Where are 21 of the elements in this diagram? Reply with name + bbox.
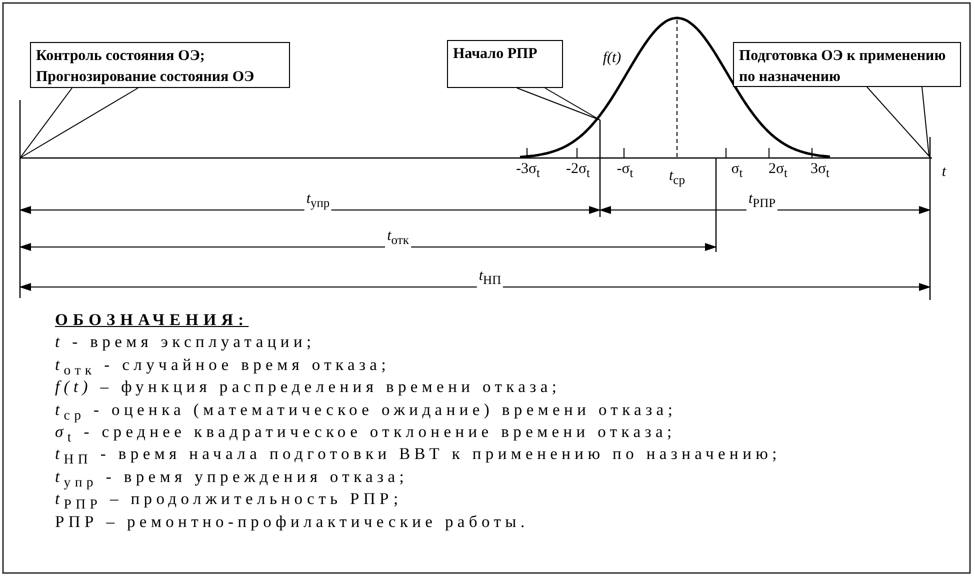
- legend-entry: t - время эксплуатации;: [55, 332, 316, 352]
- callout-box: [733, 42, 961, 87]
- leader-line: [20, 88, 138, 158]
- callout-box: [447, 40, 563, 88]
- legend-entry: t$_{РПР}$ – продолжительность РПР;: [55, 489, 402, 514]
- legend-entry: t$_{НП}$ - время начала подготовки ВВТ к применению по назначению;: [55, 444, 781, 469]
- legend-entry: t$_{ср}$ - оценка (математическое ожидание) времени отказа;: [55, 400, 677, 424]
- callout-text: Начало РПР: [453, 45, 538, 64]
- legend-entry: t$_{упр}$ - время упреждения отказа;: [55, 466, 408, 492]
- callout-box: [30, 42, 290, 88]
- legend-entry: f(t) – функция распределения времени отказа;: [55, 377, 561, 398]
- legend-entry: t$_{отк}$ - случайное время отказа;: [55, 354, 390, 380]
- leader-line: [516, 88, 600, 120]
- legend-entry: РПР – ремонтно-профилактические работы.: [55, 512, 529, 532]
- legend-entry: σ$_{t}$ - среднее квадратическое отклонение времени отказа;: [55, 422, 676, 446]
- curve-label: f(t): [600, 50, 624, 66]
- callout-text: Подготовка ОЭ к применению по назначению: [739, 47, 947, 87]
- callout-text: Контроль состояния ОЭ;: [36, 47, 206, 66]
- leader-line: [866, 86, 930, 158]
- callout-text: Прогнозирование состояния ОЭ: [36, 68, 256, 87]
- legend-heading: ОБОЗНАЧЕНИЯ:: [55, 310, 249, 330]
